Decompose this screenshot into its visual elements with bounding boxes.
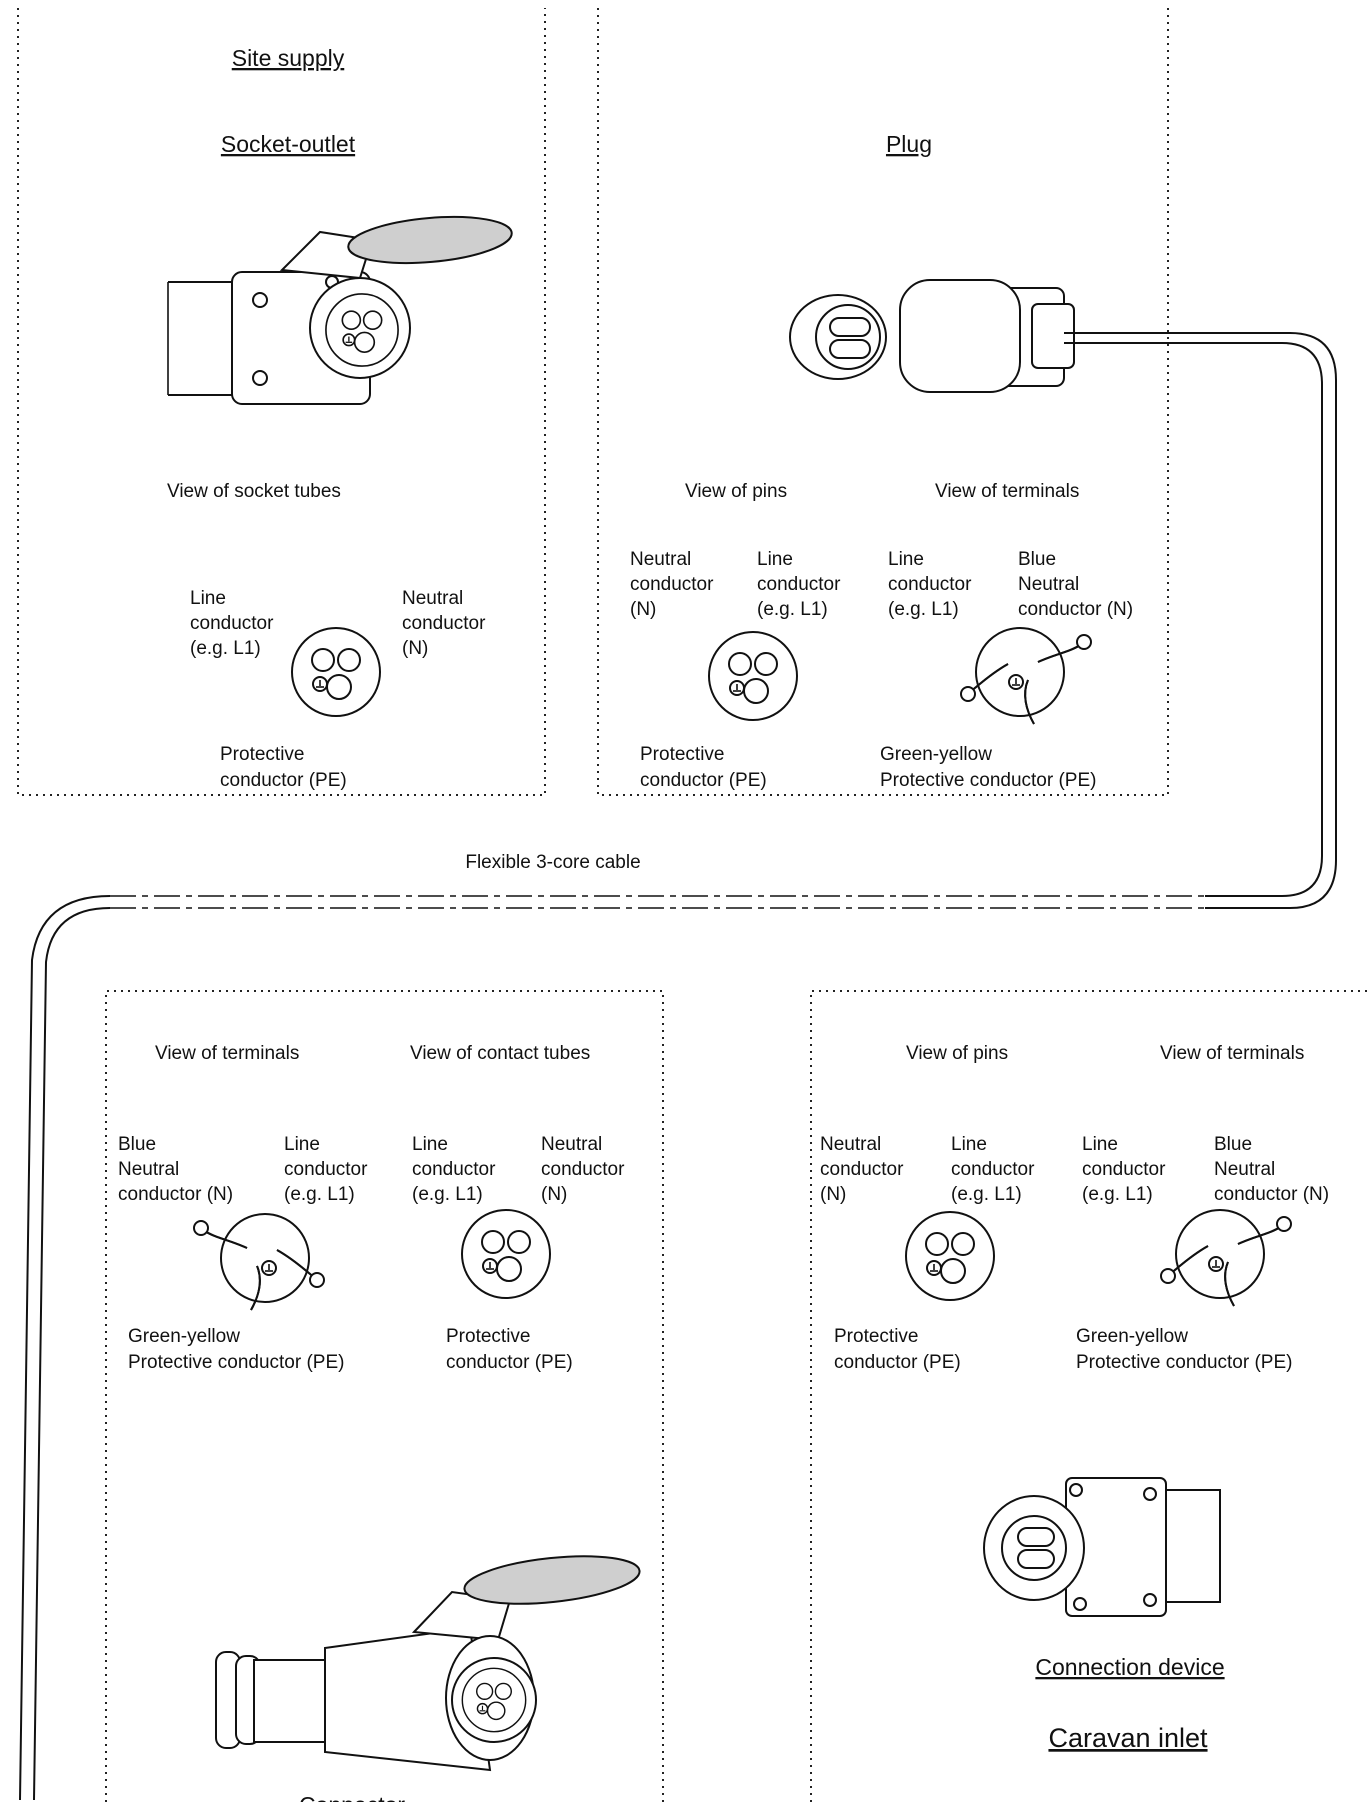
connector-contact-face	[461, 1209, 551, 1299]
connector-term-pe-label: Green-yellow Protective conductor (PE)	[128, 1326, 344, 1373]
plug-line-label: Line conductor (e.g. L1)	[757, 549, 846, 620]
plug-pe-label: Protective conductor (PE)	[640, 744, 767, 791]
caravan-pins-face	[905, 1211, 995, 1301]
plug-view-terminals: View of terminals	[935, 481, 1079, 502]
site-supply-frame	[17, 8, 546, 796]
caravan-view-pins: View of pins	[906, 1043, 1008, 1064]
caravan-view-terminals: View of terminals	[1160, 1043, 1304, 1064]
plug-drawing	[789, 279, 1075, 393]
plug-term-line-label: Line conductor (e.g. L1)	[888, 549, 977, 620]
plug-neutral-label: Neutral conductor (N)	[630, 549, 719, 620]
caravan-line-label: Line conductor (e.g. L1)	[951, 1134, 1040, 1205]
connector-line-label: Line conductor (e.g. L1)	[412, 1134, 501, 1205]
socket-outlet-title: Socket-outlet	[221, 131, 356, 157]
site-pe-label: Protective conductor (PE)	[220, 744, 347, 791]
caravan-term-line-label: Line conductor (e.g. L1)	[1082, 1134, 1171, 1205]
plug-view-pins: View of pins	[685, 481, 787, 502]
plug-pins-face	[708, 631, 798, 721]
site-neutral-label: Neutral conductor (N)	[402, 588, 491, 659]
caravan-neutral-label: Neutral conductor (N)	[820, 1134, 909, 1205]
plug-terminals	[960, 627, 1092, 725]
plug-frame	[597, 8, 1169, 796]
site-supply-title: Site supply	[232, 45, 345, 71]
caravan-inlet-drawing	[983, 1477, 1221, 1617]
socket-outlet-drawing	[167, 215, 513, 405]
connector-view-contact-tubes: View of contact tubes	[410, 1043, 590, 1064]
cable-drawing	[19, 332, 1337, 1801]
connector-title: Connector	[299, 1792, 405, 1802]
connector-view-terminals: View of terminals	[155, 1043, 299, 1064]
caravan-term-neutral-label: Blue Neutral conductor (N)	[1214, 1134, 1329, 1205]
plug-term-neutral-label: Blue Neutral conductor (N)	[1018, 549, 1133, 620]
connector-pe-label: Protective conductor (PE)	[446, 1326, 573, 1373]
caravan-pe-label: Protective conductor (PE)	[834, 1326, 961, 1373]
caravan-inlet-frame	[810, 990, 1372, 1802]
socket-tubes-view-label: View of socket tubes	[167, 481, 341, 502]
connector-neutral-label: Neutral conductor (N)	[541, 1134, 630, 1205]
connector-term-line-label: Line conductor (e.g. L1)	[284, 1134, 373, 1205]
connection-device-label: Connection device	[1035, 1654, 1224, 1680]
connector-terminals	[193, 1213, 325, 1311]
caravan-term-pe-label: Green-yellow Protective conductor (PE)	[1076, 1326, 1292, 1373]
caravan-inlet-title: Caravan inlet	[1048, 1723, 1208, 1753]
site-line-label: Line conductor (e.g. L1)	[190, 588, 279, 659]
plug-term-pe-label: Green-yellow Protective conductor (PE)	[880, 744, 1096, 791]
plug-title: Plug	[886, 131, 932, 157]
cable-label: Flexible 3-core cable	[465, 852, 640, 873]
connector-drawing	[215, 1555, 641, 1772]
caravan-terminals	[1160, 1209, 1292, 1307]
site-socket-face	[291, 627, 381, 717]
connector-term-neutral-label: Blue Neutral conductor (N)	[118, 1134, 233, 1205]
